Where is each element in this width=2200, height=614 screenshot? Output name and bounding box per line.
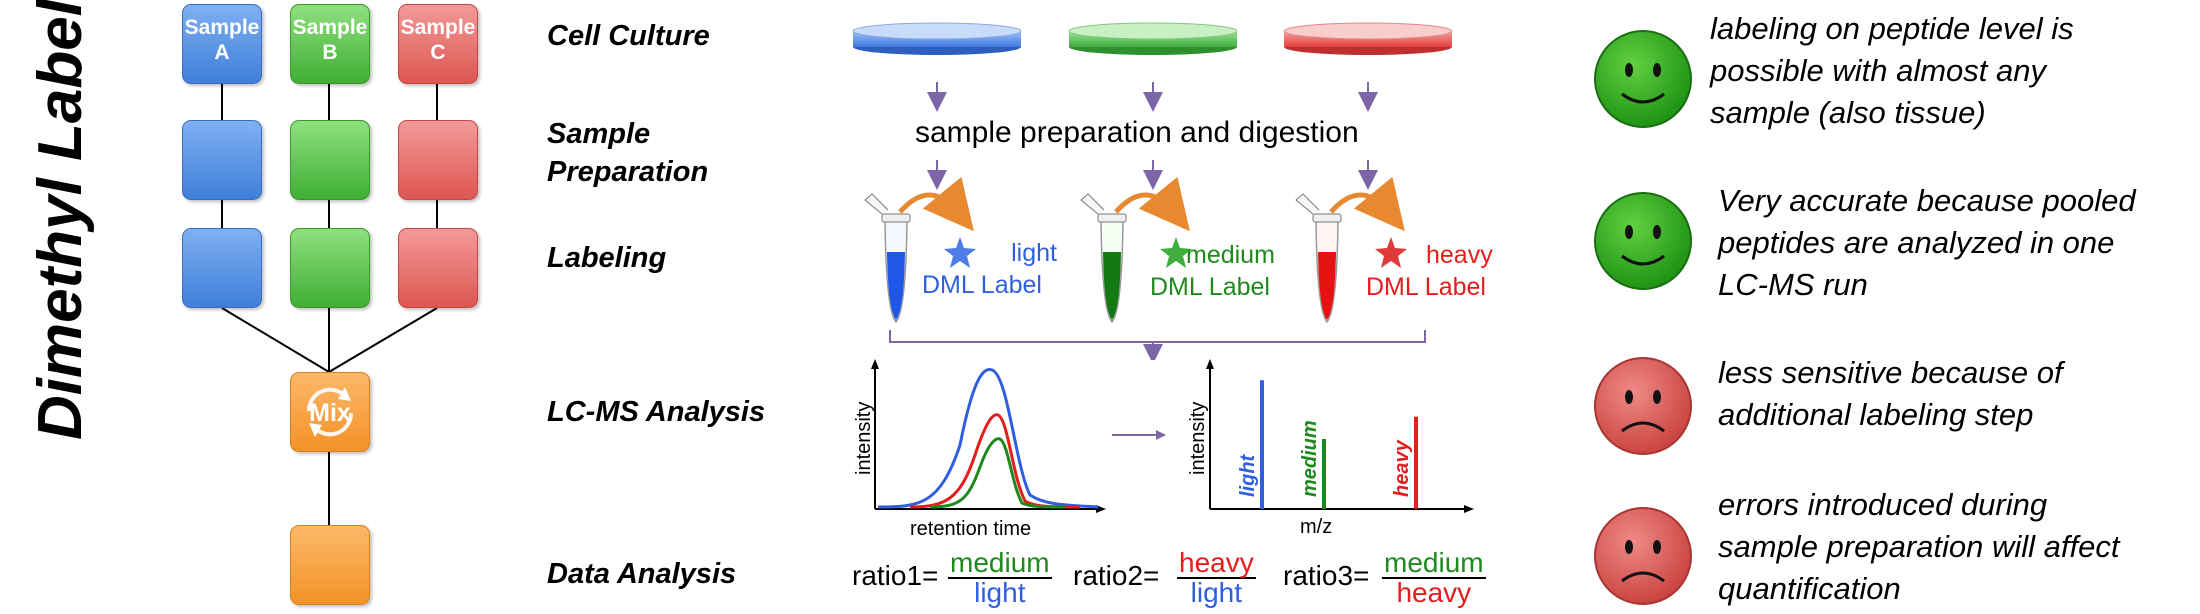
sample-b-label: Sample xyxy=(292,16,368,39)
tube-medium xyxy=(1080,176,1192,324)
step-sample-preparation-line2: Preparation xyxy=(547,156,709,188)
spectrum-peak-label-medium: medium xyxy=(1299,420,1321,497)
step-data-analysis: Data Analysis xyxy=(547,558,737,590)
chromatogram-trace-heavy xyxy=(909,413,1081,509)
cycle-arrows-icon xyxy=(306,387,354,437)
sad-face-icon xyxy=(1594,507,1692,605)
step-sample-preparation: Sample Preparation xyxy=(547,115,708,191)
sample-b-letter: B xyxy=(322,41,338,64)
label-box-c xyxy=(398,228,478,308)
sample-a-letter: A xyxy=(214,41,230,64)
step-lcms-analysis: LC-MS Analysis xyxy=(547,396,766,428)
pooling-bracket xyxy=(889,330,1426,343)
spectrum-peak-label-heavy: heavy xyxy=(1391,439,1413,497)
point-4-text: errors introduced during sample preparat… xyxy=(1718,487,2120,606)
prep-box-a xyxy=(182,120,262,200)
workflow-connectors xyxy=(221,80,438,525)
mass-spectrum: light medium heavy intensity m/z xyxy=(1187,359,1474,538)
chart-transition-arrow xyxy=(1112,430,1166,440)
label-light-name: light xyxy=(1011,239,1057,267)
ratio1-numerator: medium xyxy=(948,547,1052,579)
ratio2-fraction: heavy light xyxy=(1177,549,1256,607)
label-heavy-name: heavy xyxy=(1426,241,1493,269)
label-medium-reagent: DML Label xyxy=(1150,273,1270,301)
workflow-graphics xyxy=(852,22,1453,360)
spectrum-peak-label-light: light xyxy=(1237,453,1259,497)
happy-face-icon xyxy=(1594,192,1692,290)
tube-heavy xyxy=(1295,176,1407,324)
tube-light xyxy=(864,176,976,324)
ratio3-prefix: ratio3= xyxy=(1283,560,1370,591)
mix-label: Mix xyxy=(309,399,351,427)
culture-dish-blue xyxy=(852,22,1022,55)
culture-dish-green xyxy=(1068,22,1238,55)
label-medium-name: medium xyxy=(1186,241,1275,269)
chromatogram-xlabel: retention time xyxy=(910,518,1031,540)
label-light-reagent: DML Label xyxy=(922,271,1042,299)
label-box-b xyxy=(290,228,370,308)
step-cell-culture: Cell Culture xyxy=(547,20,710,52)
label-heavy-reagent: DML Label xyxy=(1366,273,1486,301)
point-1-text: labeling on peptide level is possible wi… xyxy=(1710,11,2074,130)
ratio2-prefix: ratio2= xyxy=(1073,560,1160,591)
happy-face-icon xyxy=(1594,30,1692,128)
ratio1-prefix: ratio1= xyxy=(852,560,939,591)
ratio2-numerator: heavy xyxy=(1177,547,1256,579)
ratio1-denominator: light xyxy=(974,577,1026,608)
point-3-text: less sensitive because of additional lab… xyxy=(1718,355,2063,432)
sample-prep-text: sample preparation and digestion xyxy=(915,116,1359,149)
step-labeling: Labeling xyxy=(547,242,667,274)
mix-box: Mix xyxy=(290,372,370,452)
sample-c-letter: C xyxy=(430,41,446,64)
spectrum-xlabel: m/z xyxy=(1300,516,1332,538)
process-arrows xyxy=(927,82,1378,190)
ratio2-denominator: light xyxy=(1190,577,1243,608)
prep-box-c xyxy=(398,120,478,200)
label-box-a xyxy=(182,228,262,308)
ratio3-fraction: medium heavy xyxy=(1382,549,1486,607)
prep-box-b xyxy=(290,120,370,200)
ratio3-denominator: heavy xyxy=(1396,577,1472,608)
chromatogram-trace-light xyxy=(877,368,1099,509)
point-2-text: Very accurate because pooled peptides ar… xyxy=(1718,183,2136,302)
chromatogram-ylabel: intensity xyxy=(853,402,875,475)
ratio3-numerator: medium xyxy=(1382,547,1486,579)
sample-a-label: Sample xyxy=(184,16,260,39)
chromatogram-trace-medium xyxy=(929,437,1066,509)
culture-dish-red xyxy=(1283,22,1453,55)
sample-c-label: Sample xyxy=(400,16,476,39)
step-sample-preparation-line1: Sample xyxy=(547,118,651,150)
spectrum-ylabel: intensity xyxy=(1187,402,1209,475)
sad-face-icon xyxy=(1594,357,1692,455)
chromatogram: intensity retention time xyxy=(853,359,1106,540)
data-box xyxy=(290,525,370,605)
ratio1-fraction: medium light xyxy=(948,549,1052,607)
